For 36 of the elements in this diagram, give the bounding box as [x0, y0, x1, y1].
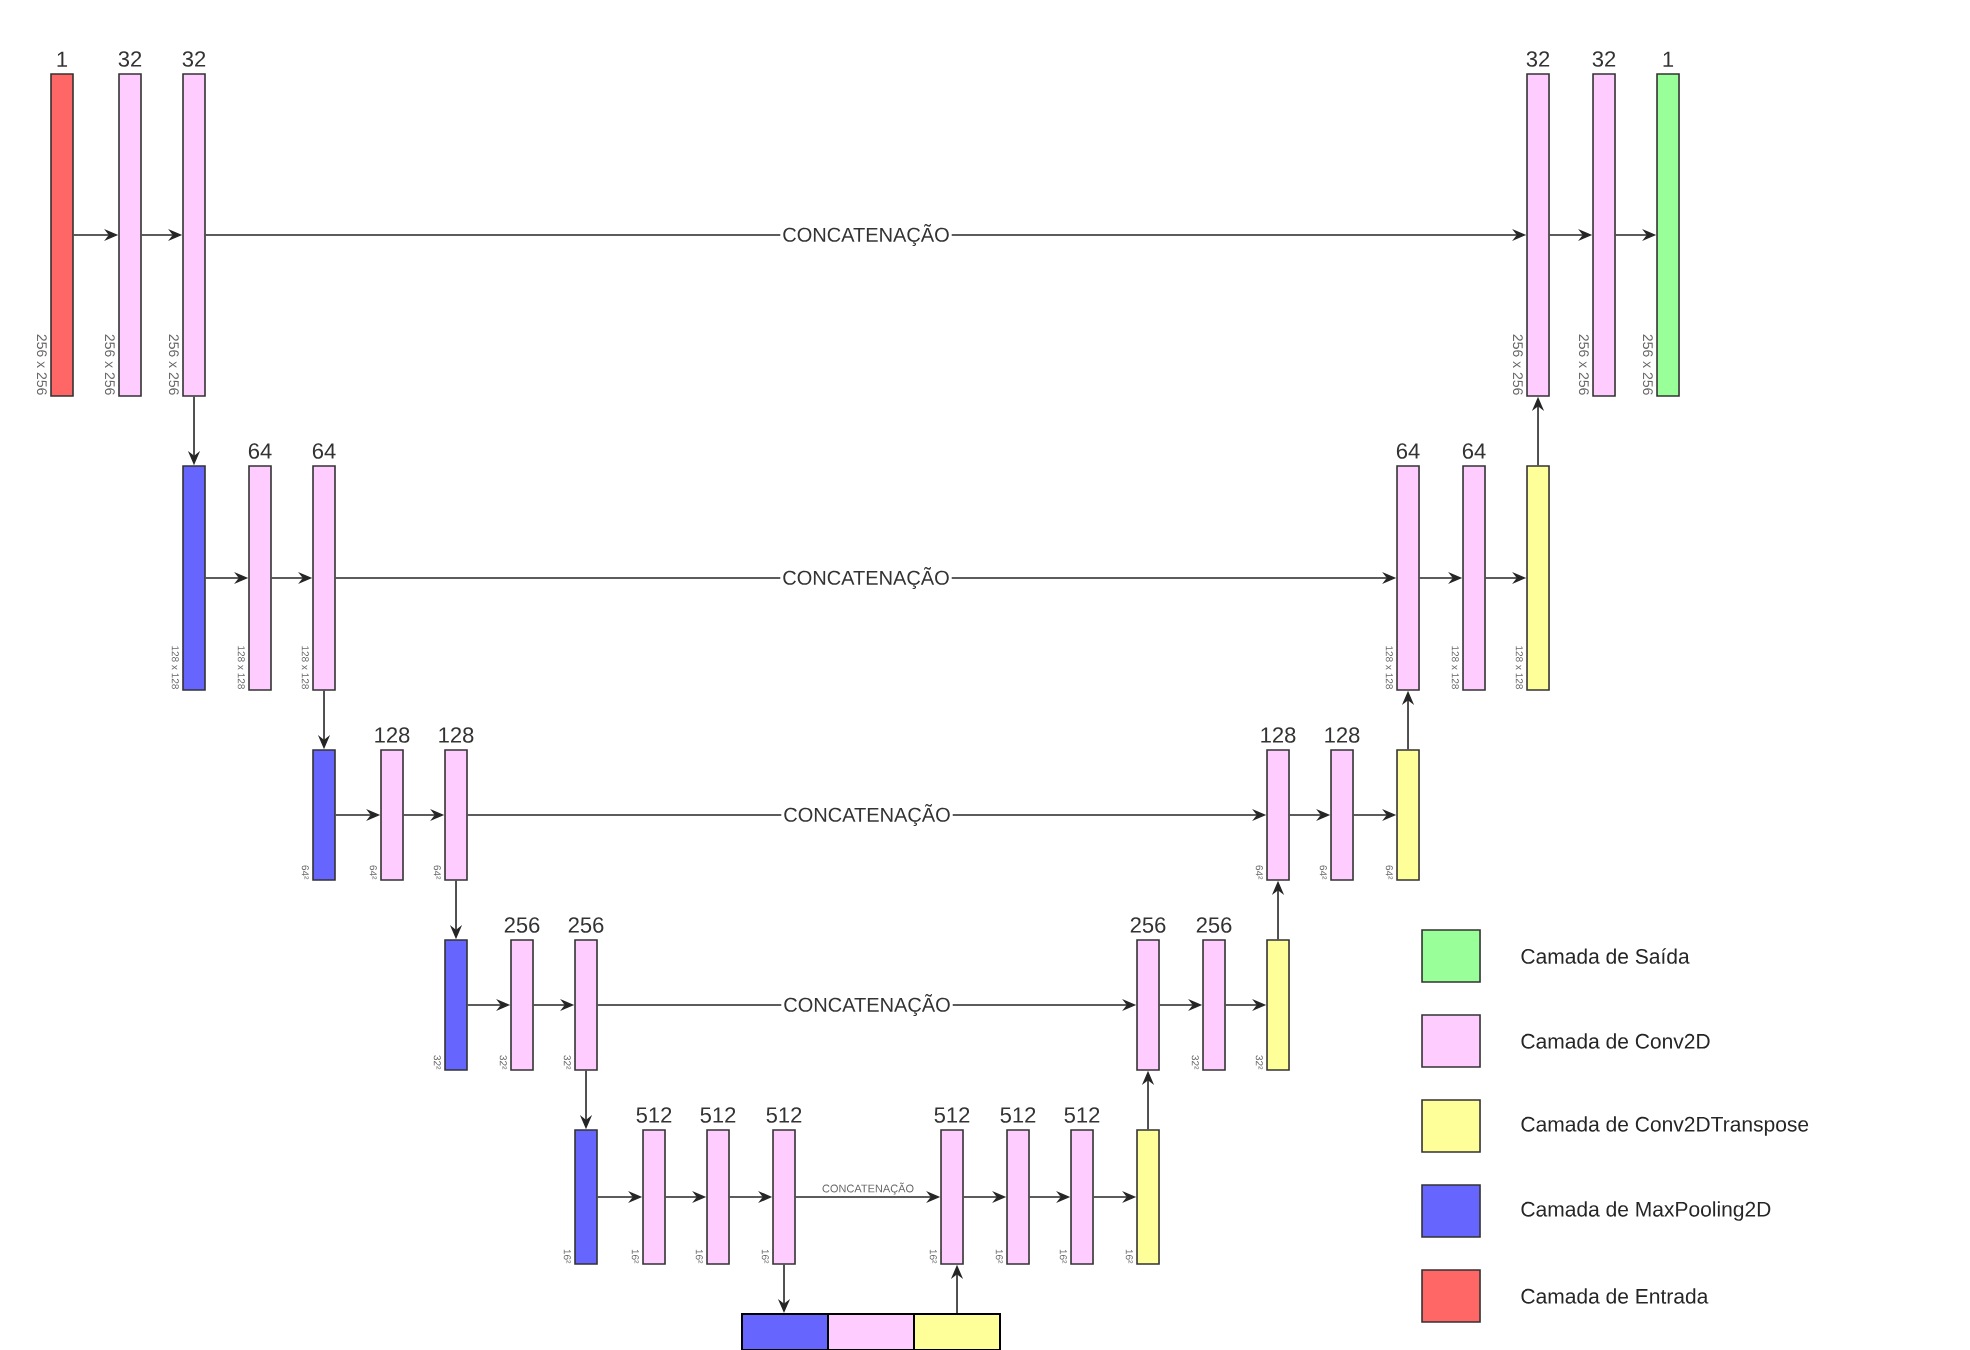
channel-count: 64	[1396, 443, 1420, 459]
layer-block	[827, 1313, 915, 1350]
legend-label: Camada de Saída	[1521, 948, 1690, 964]
edge-label: CONCATENAÇÃO	[783, 224, 949, 246]
layer-block	[741, 1313, 829, 1350]
channel-count: 64	[1462, 443, 1486, 459]
legend-label: Camada de Conv2DTranspose	[1521, 1116, 1809, 1136]
channel-count: 512	[636, 1107, 672, 1123]
channel-count: 1	[57, 51, 68, 67]
channel-count: 32	[1526, 51, 1550, 67]
channel-count: 32	[1592, 51, 1616, 67]
channel-count: 256	[1130, 917, 1166, 933]
channel-count: 512	[934, 1107, 970, 1123]
legend-label: Camada de Entrada	[1521, 1288, 1709, 1304]
edge-label: CONCATENAÇÃO	[784, 994, 950, 1016]
channel-count: 128	[375, 727, 410, 743]
channel-count: 512	[1000, 1107, 1036, 1123]
channel-count: 32	[182, 51, 206, 67]
legend-label: Camada de MaxPooling2D	[1521, 1201, 1771, 1221]
channel-count: 32	[118, 51, 142, 67]
channel-count: 128	[1261, 727, 1296, 743]
layer-block	[913, 1313, 1001, 1350]
channel-count: 64	[248, 443, 272, 459]
channel-count: 256	[568, 917, 604, 933]
edge-label: CONCATENAÇÃO	[783, 567, 949, 589]
channel-count: 256	[504, 917, 540, 933]
channel-count: 128	[439, 727, 474, 743]
legend-label: Camada de Conv2D	[1521, 1033, 1710, 1049]
channel-count: 128	[1325, 727, 1360, 743]
channel-count: 1	[1663, 51, 1674, 67]
channel-count: 512	[700, 1107, 736, 1123]
channel-count: 256	[1196, 917, 1232, 933]
edge-label: CONCATENAÇÃO	[784, 804, 950, 826]
channel-count: 512	[1064, 1107, 1100, 1123]
channel-count: 64	[312, 443, 336, 459]
channel-count: 512	[766, 1107, 802, 1123]
